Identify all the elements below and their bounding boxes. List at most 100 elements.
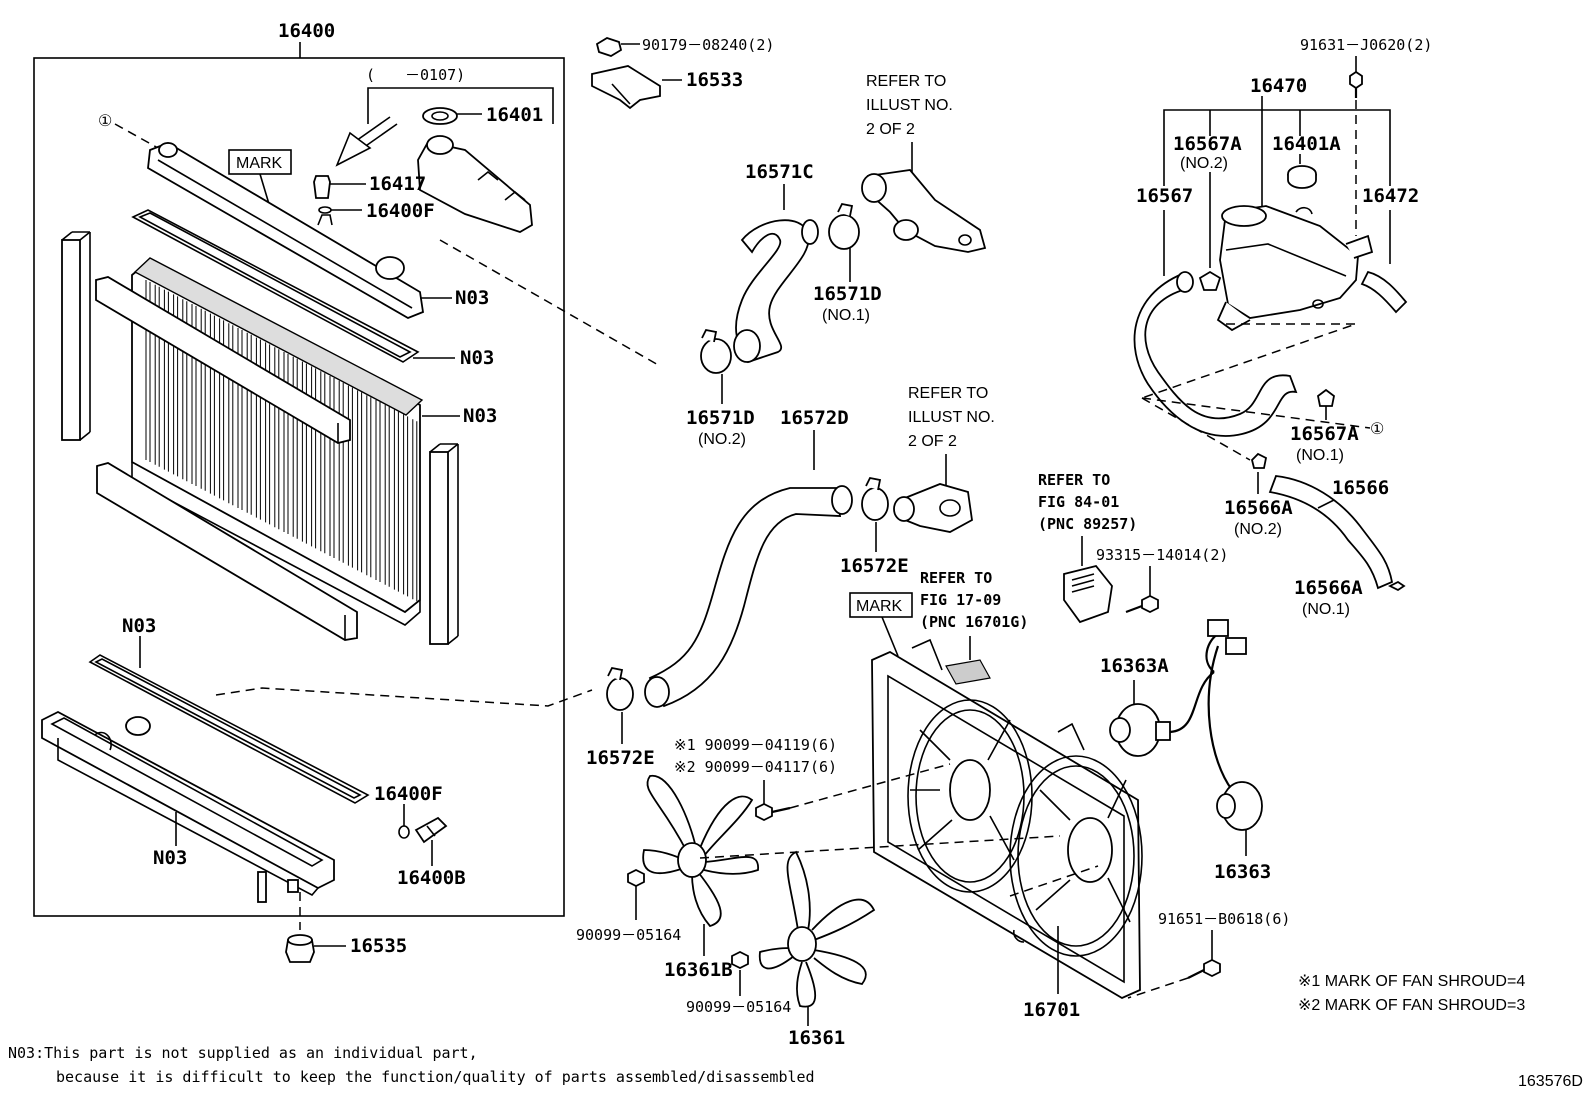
label-16400F-top: 16400F (366, 200, 435, 222)
label-N03-d: N03 (122, 615, 156, 637)
label-16572E-upper: 16572E (840, 555, 909, 577)
hose-16472 (1360, 270, 1408, 314)
label-16572D: 16572D (780, 407, 849, 429)
refer-4-line2: FIG 17-09 (920, 591, 1001, 609)
label-16566: 16566 (1332, 477, 1389, 499)
mark-box-shroud (849, 592, 913, 618)
label-16571D-no1: 16571D (813, 283, 882, 305)
shroud-mark-note-2: ※2 MARK OF FAN SHROUD=3 (1298, 997, 1525, 1014)
mount-cushion-16535 (285, 934, 315, 963)
label-mark-shroud: MARK (856, 598, 903, 615)
hose-clip-16567A-bottom (1317, 388, 1335, 407)
radiator-cap-16401 (422, 107, 482, 125)
label-mark-upper: MARK (236, 155, 283, 172)
refer-2-line2: ILLUST NO. (908, 409, 995, 426)
refer-2-line1: REFER TO (908, 385, 988, 402)
label-16417: 16417 (369, 173, 426, 195)
fan-shroud-16701 (871, 638, 1143, 1000)
drain-cock-16417 (313, 175, 366, 199)
bolt-91651 (1187, 958, 1221, 979)
label-16401A: 16401A (1272, 133, 1341, 155)
fan-blade-16361 (758, 850, 876, 1008)
figure-code: 163576D (1518, 1073, 1583, 1090)
bracket-group-16533: 90179－08240(2) 16533 (591, 36, 774, 110)
label-16566A-no1: 16566A (1294, 577, 1363, 599)
refer-3-line1: REFER TO (1038, 471, 1110, 489)
hose-clamp-16572E-upper (861, 476, 889, 521)
nut-90099-upper (627, 868, 645, 888)
label-90099-05164-lower: 90099－05164 (686, 998, 791, 1016)
fan-blade-16361B (642, 775, 759, 928)
label-16400F-bottom: 16400F (374, 783, 443, 805)
hose-clamp-no1 (828, 202, 860, 250)
footnote-line-1: N03:This part is not supplied as an indi… (8, 1044, 478, 1062)
side-seal-left (61, 231, 91, 441)
label-16401: 16401 (486, 104, 543, 126)
label-16533: 16533 (686, 69, 743, 91)
nut-90099-lower (731, 950, 749, 970)
lower-hose-group: 16572D REFER TO ILLUST NO. 2 OF 2 16572E… (586, 385, 995, 769)
hose-clip-16566A-no1 (1387, 580, 1406, 592)
footnote-line-2: because it is difficult to keep the func… (56, 1068, 815, 1086)
label-90179: 90179－08240(2) (642, 36, 774, 54)
lower-tank (41, 710, 335, 903)
label-N03-b: N03 (460, 347, 494, 369)
hose-clip-16567A-top (1198, 270, 1222, 291)
fan-relay-connector (1063, 564, 1113, 624)
upper-hose-group: REFER TO ILLUST NO. 2 OF 2 16571C 16571D… (686, 73, 987, 448)
refer-3-line2: FIG 84-01 (1038, 493, 1119, 511)
refer-1-line3: 2 OF 2 (866, 121, 915, 138)
label-16400B: 16400B (397, 867, 466, 889)
label-16400: 16400 (278, 20, 335, 42)
refer-1-line2: ILLUST NO. (866, 97, 953, 114)
assembly-frame (33, 57, 565, 917)
label-16567A-top: 16567A (1173, 133, 1242, 155)
label-16363A: 16363A (1100, 655, 1169, 677)
top-seal-bar (95, 276, 351, 444)
direction-arrow-icon (335, 116, 398, 167)
label-90099-05164-upper: 90099－05164 (576, 926, 681, 944)
shroud-mark-note-1: ※1 MARK OF FAN SHROUD=4 (1298, 973, 1525, 990)
fan-assembly-group: REFER TO FIG 84-01 (PNC 89257) 93315－140… (576, 471, 1290, 1049)
drain-plug-16400B (414, 816, 448, 844)
bolt-91631 (1349, 70, 1363, 98)
upper-tank-detail (417, 135, 533, 233)
label-91631: 91631－J0620(2) (1300, 36, 1432, 54)
clip-icon (595, 37, 623, 57)
overflow-hose-16567 (1133, 271, 1298, 437)
refer-4-line1: REFER TO (920, 569, 992, 587)
water-outlet-housing (861, 169, 987, 253)
label-N03-c: N03 (463, 405, 497, 427)
hose-clip-16566A-no2 (1251, 452, 1268, 469)
label-N03-e: N03 (153, 847, 187, 869)
hose-16566 (1268, 475, 1394, 590)
reservoir-group: 91631－J0620(2) 16470 16567A (NO.2) 16401… (1133, 36, 1432, 618)
label-16571D-no2-sub: (NO.2) (698, 431, 746, 448)
screw-90099-04119 (755, 802, 791, 822)
o-ring-16400F (318, 206, 332, 214)
upper-tank (147, 142, 424, 319)
note-screw-1: ※1 90099－04119(6) (674, 736, 837, 754)
reservoir-cap-16401A (1287, 165, 1317, 189)
label-16566A-no2-sub: (NO.2) (1234, 521, 1282, 538)
label-16571D-no2: 16571D (686, 407, 755, 429)
ref-circle-1-right: ① (1370, 421, 1384, 438)
fan-motor-16363 (1207, 645, 1263, 831)
label-date-range: ( －0107) (366, 66, 465, 84)
label-16571D-no1-sub: (NO.1) (822, 307, 870, 324)
label-N03-a: N03 (455, 287, 489, 309)
refer-1-line1: REFER TO (866, 73, 946, 90)
label-16566A-no2: 16566A (1224, 497, 1293, 519)
label-plate (945, 659, 991, 685)
label-16567A-bottom: 16567A (1290, 423, 1359, 445)
label-16572E-lower: 16572E (586, 747, 655, 769)
reservoir-tank (1216, 205, 1374, 332)
label-16361: 16361 (788, 1027, 845, 1049)
label-16535: 16535 (350, 935, 407, 957)
bottom-seal-bar (96, 462, 358, 641)
label-93315: 93315－14014(2) (1096, 546, 1228, 564)
label-16361B: 16361B (664, 959, 733, 981)
lower-gasket (88, 654, 370, 804)
refer-3-line3: (PNC 89257) (1038, 515, 1137, 533)
